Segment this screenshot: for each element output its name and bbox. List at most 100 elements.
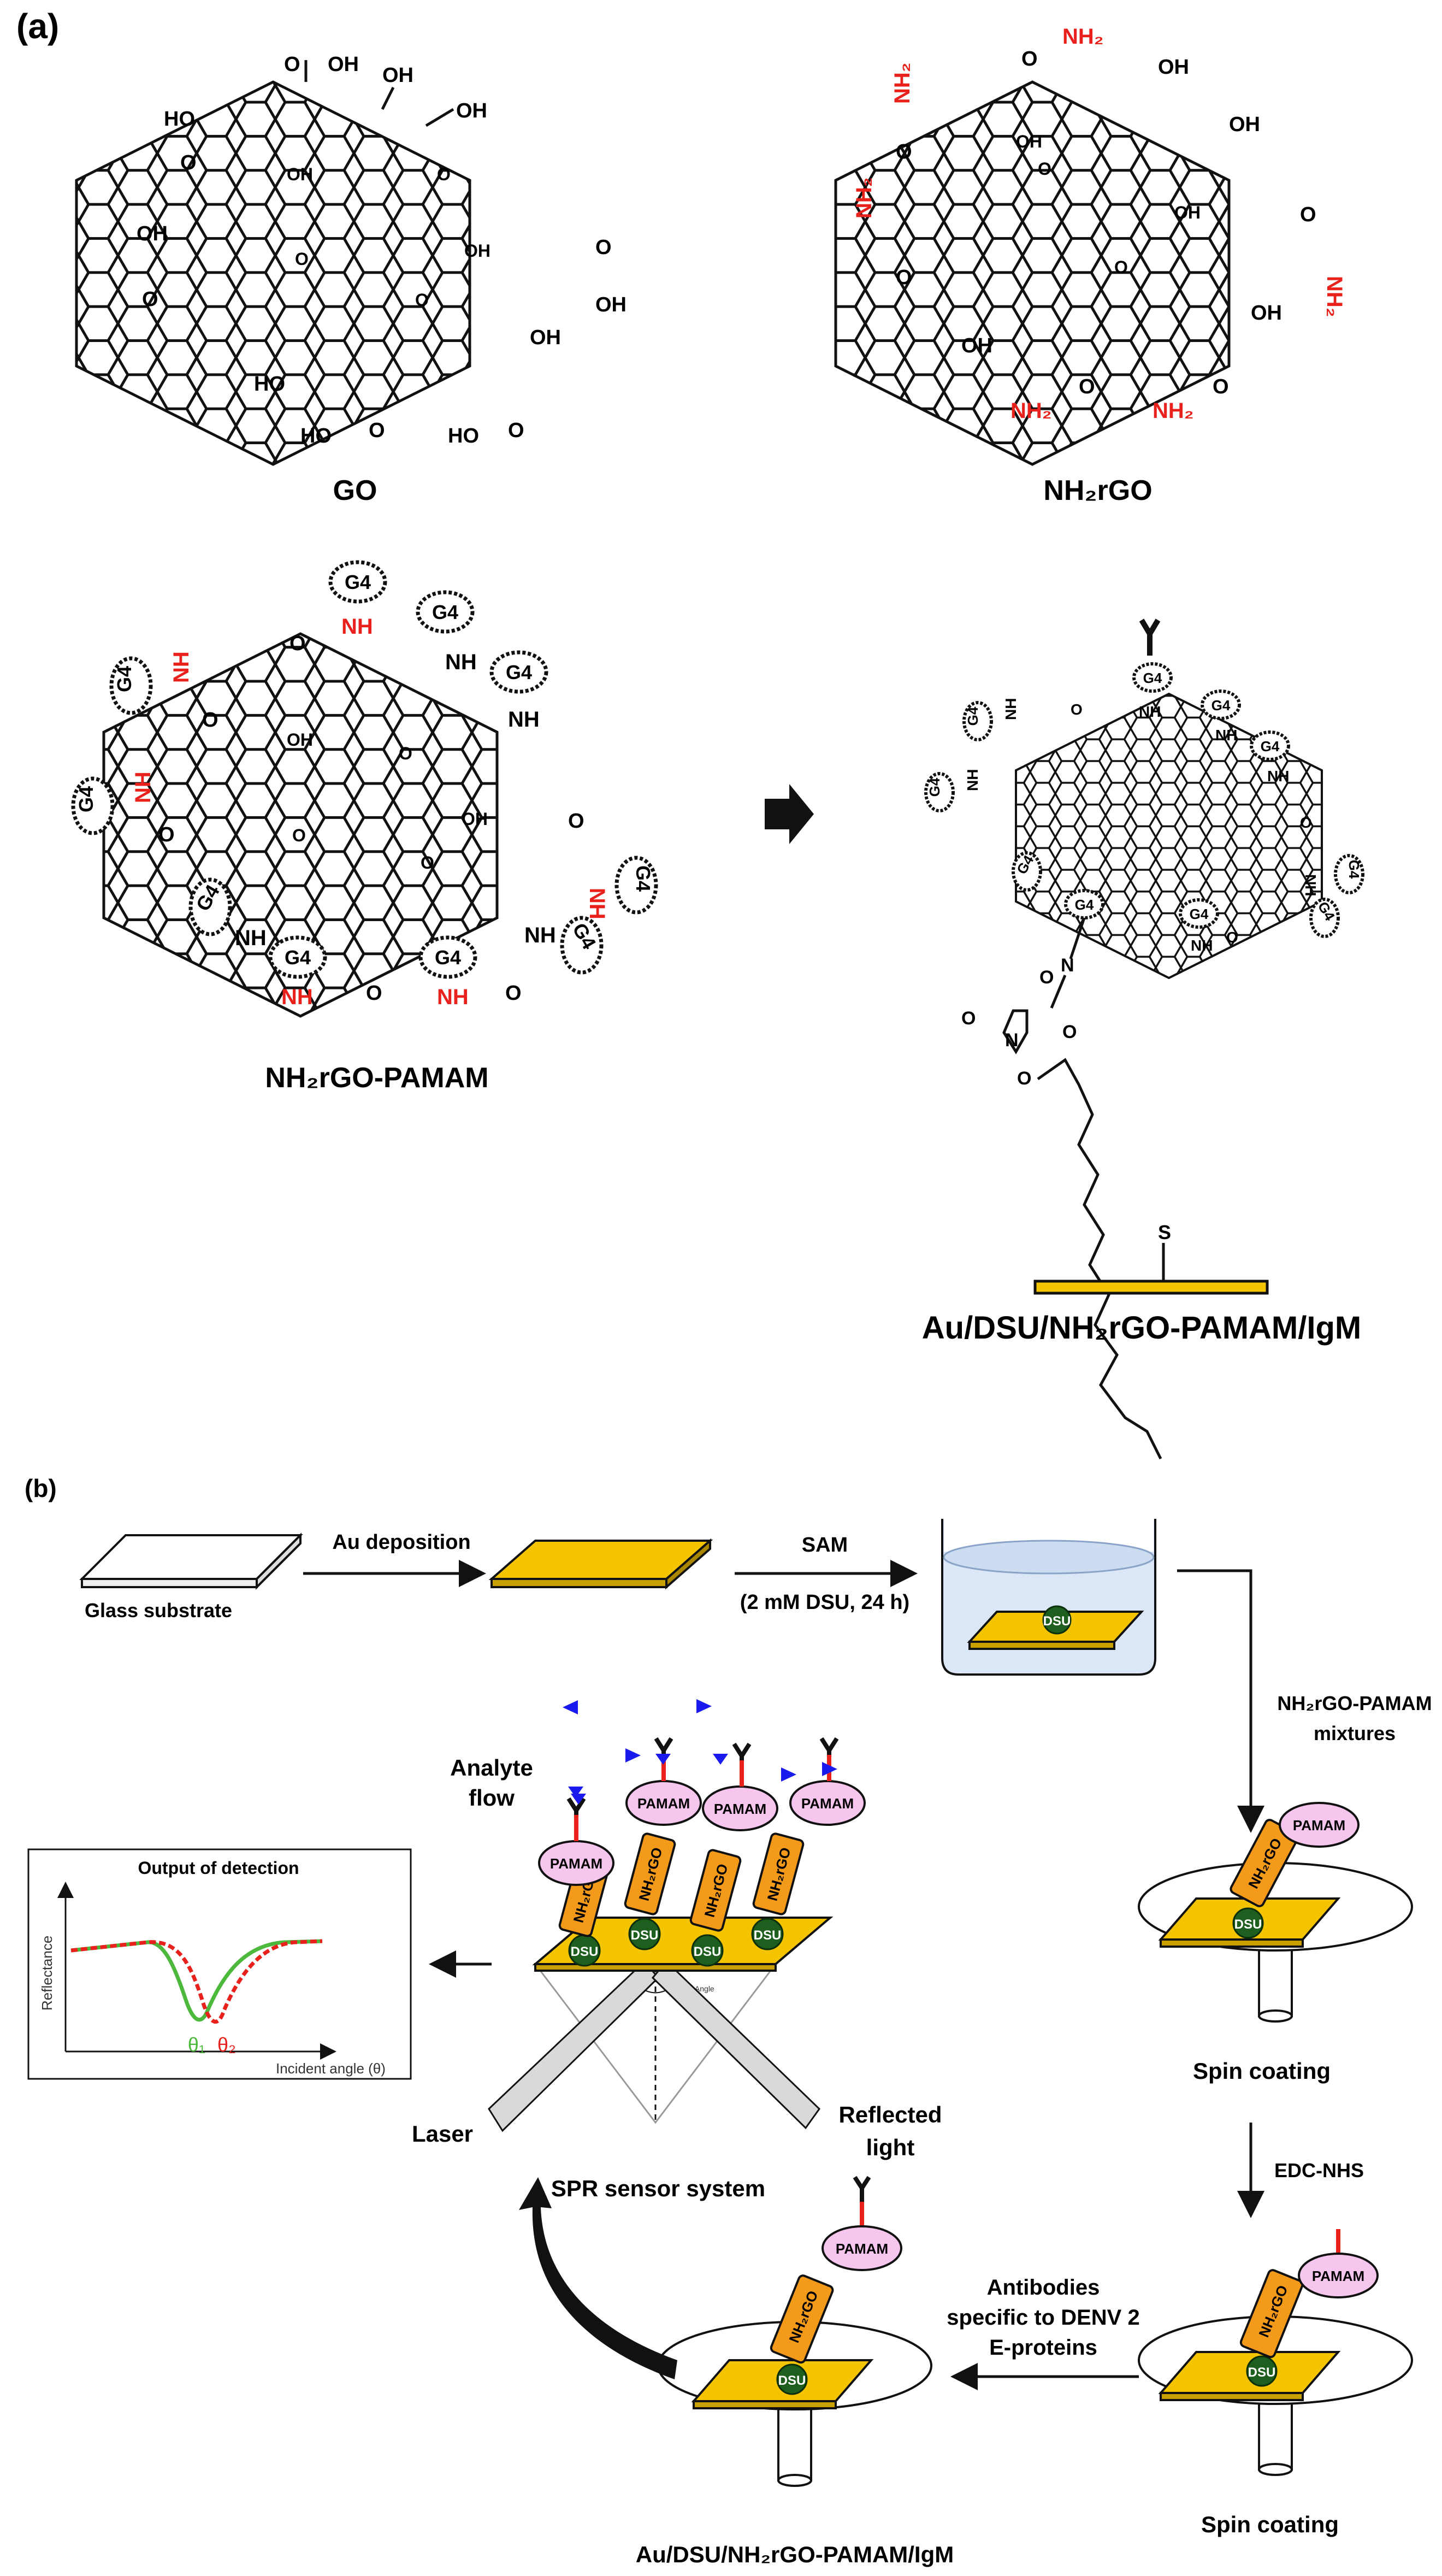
arrow-nh2rgo-pamam-mixtures (1177, 1569, 1264, 1833)
nh2rgo-label: OH (1251, 302, 1282, 325)
go-carboxyl-left: HO O OH O (137, 108, 197, 311)
nh-label: NH (585, 888, 609, 919)
nh2rgo-label: OH (961, 334, 992, 357)
reaction-arrow (765, 784, 814, 844)
nh2rgo-pamam-caption: NH₂rGO-PAMAM (265, 1062, 488, 1094)
panel-a-label: (a) (16, 7, 59, 46)
nh-label: NH (524, 923, 556, 947)
g4-label: G4 (1190, 906, 1209, 922)
nh-label: NH (508, 708, 540, 732)
g4-dendrimer-bottom-right: G4 NH (524, 916, 604, 975)
go-label: O (437, 164, 451, 184)
s-label: S (1158, 1221, 1171, 1243)
go-label: O (508, 419, 524, 442)
nh2rgo-block: NH₂rGO (1239, 2269, 1304, 2359)
n-label: N (1061, 955, 1074, 976)
nh2rgo-label: NH₂ (1153, 399, 1194, 423)
g4-dendrimer-top-right: G4 NH (416, 590, 477, 674)
nh2rgo-caption: NH₂rGO (1043, 475, 1152, 506)
go-oh-top-right: OH OH (381, 64, 487, 127)
pamam-mol-label: OH (287, 730, 313, 750)
nh2rgo-pamam-mixtures-line1: NH₂rGO-PAMAM (1277, 1692, 1432, 1714)
dsu-label: DSU (694, 1944, 722, 1959)
panel-b-label: (b) (25, 1474, 57, 1502)
pamam-label: PAMAM (801, 1795, 854, 1812)
go-bottom-groups: HO HO O HO O (254, 373, 524, 447)
nh2rgo-label: OH (1016, 132, 1042, 151)
pamam-label: PAMAM (550, 1855, 602, 1872)
g4-label: G4 (965, 706, 981, 726)
o-label: O (1062, 1022, 1077, 1042)
g4-dendrimer-right: G4 NH (585, 856, 658, 919)
antibodies-line3: E-proteins (989, 2336, 1097, 2360)
sam-label: SAM (802, 1534, 848, 1557)
gold-substrate (1033, 1280, 1269, 1295)
go-label: HO (164, 108, 195, 131)
antibodies-line1: Antibodies (987, 2276, 1100, 2300)
dsu-label: DSU (754, 1928, 782, 1943)
nh2rgo-label-small: O (1226, 929, 1238, 946)
go-label: O (180, 151, 197, 174)
au-dsu-stack-molecule: G4 NH G4 NH G4 NH G4 NH G4 NH G4 (924, 618, 1364, 1460)
g4-label: G4 (632, 865, 654, 892)
stack-g4-bottom2: G4 NH (1179, 898, 1219, 954)
sensor-stack-3: DSU NH₂rGO PAMAM (689, 1742, 778, 1967)
g4-label: G4 (345, 571, 371, 593)
output-detection-box: Output of detection Reflectance Incident… (27, 1848, 412, 2080)
nh2rgo-pamam-mixtures-line2: mixtures (1314, 1722, 1396, 1744)
pamam-label: PAMAM (714, 1801, 766, 1817)
g4-label: G4 (1211, 697, 1231, 714)
go-label: OH (328, 53, 359, 76)
go-label: O (369, 419, 385, 442)
analyte-flow-line2: flow (469, 1785, 515, 1811)
analyte-particles (563, 1699, 837, 1805)
nh2rgo-label: NH₂ (890, 62, 914, 104)
laser-label: Laser (412, 2121, 473, 2147)
go-label: O (415, 290, 429, 310)
theta2-label: θ₂ (217, 2033, 236, 2056)
nh-label: NH (1215, 727, 1237, 744)
spin-coater-1: DSU NH₂rGO PAMAM (1138, 1802, 1413, 2023)
nh2rgo-molecule: NH₂ O OH OH NH₂ O NH₂ O O NH₂ OH OH O NH… (834, 25, 1346, 466)
pamam-mol-label: O (399, 744, 412, 763)
nh2rgo-block: NH₂rGO (770, 2274, 834, 2364)
go-label: OH (287, 164, 313, 184)
spr-sensor-system-label: SPR sensor system (551, 2176, 765, 2201)
g4-label: G4 (1346, 860, 1362, 879)
nh-label: NH (1267, 768, 1289, 785)
nh2rgo-label: O (1213, 375, 1229, 398)
nh-label: NH (1191, 937, 1213, 954)
edc-nhs-label: EDC-NHS (1274, 2159, 1364, 2182)
dsu-label: DSU (631, 1928, 659, 1943)
go-label: OH (137, 222, 168, 245)
g4-dendrimer-top: G4 NH (328, 560, 387, 639)
nh-label: NH (1302, 874, 1319, 896)
g4-label: G4 (75, 786, 97, 812)
igm-antibody-icon (1139, 618, 1161, 656)
nh-label: NH (281, 985, 313, 1009)
nh-label: NH (235, 926, 267, 950)
sam-condition-label: (2 mM DSU, 24 h) (740, 1591, 909, 1614)
pamam-mol-label: O (289, 632, 306, 655)
theta1-label: θ₁ (188, 2033, 205, 2056)
g4-dendrimer-bottom-left: G4 NH (188, 877, 267, 950)
output-title: Output of detection (138, 1858, 299, 1878)
nh-label: NH (964, 769, 981, 791)
nh2rgo-label: NH₂ (1010, 399, 1052, 423)
go-label: OH (595, 293, 627, 316)
go-label: O (595, 236, 612, 259)
nh2rgo-label: NH₂ (852, 177, 876, 219)
g4-dendrimer-bottom-center-left: G4 NH (268, 935, 327, 1009)
dsu-linker: N O N O O O S (961, 917, 1171, 1460)
go-label: O (142, 288, 158, 311)
stack-g4-right1: G4 NH (1302, 854, 1364, 896)
nh2rgo-label: O (1021, 48, 1038, 70)
g4-dendrimer-right-upper: G4 NH (489, 650, 548, 732)
gold-plate-1 (488, 1538, 713, 1590)
sensor-stack-2: DSU NH₂rGO PAMAM (624, 1737, 702, 1950)
spin-coater-3: DSU NH₂rGO PAMAM (657, 2176, 932, 2487)
nh-label: NH (1002, 698, 1019, 720)
nh2rgo-label-small: O (1071, 701, 1083, 718)
dsu-label: DSU (1234, 1917, 1262, 1932)
g4-label: G4 (1261, 738, 1280, 754)
